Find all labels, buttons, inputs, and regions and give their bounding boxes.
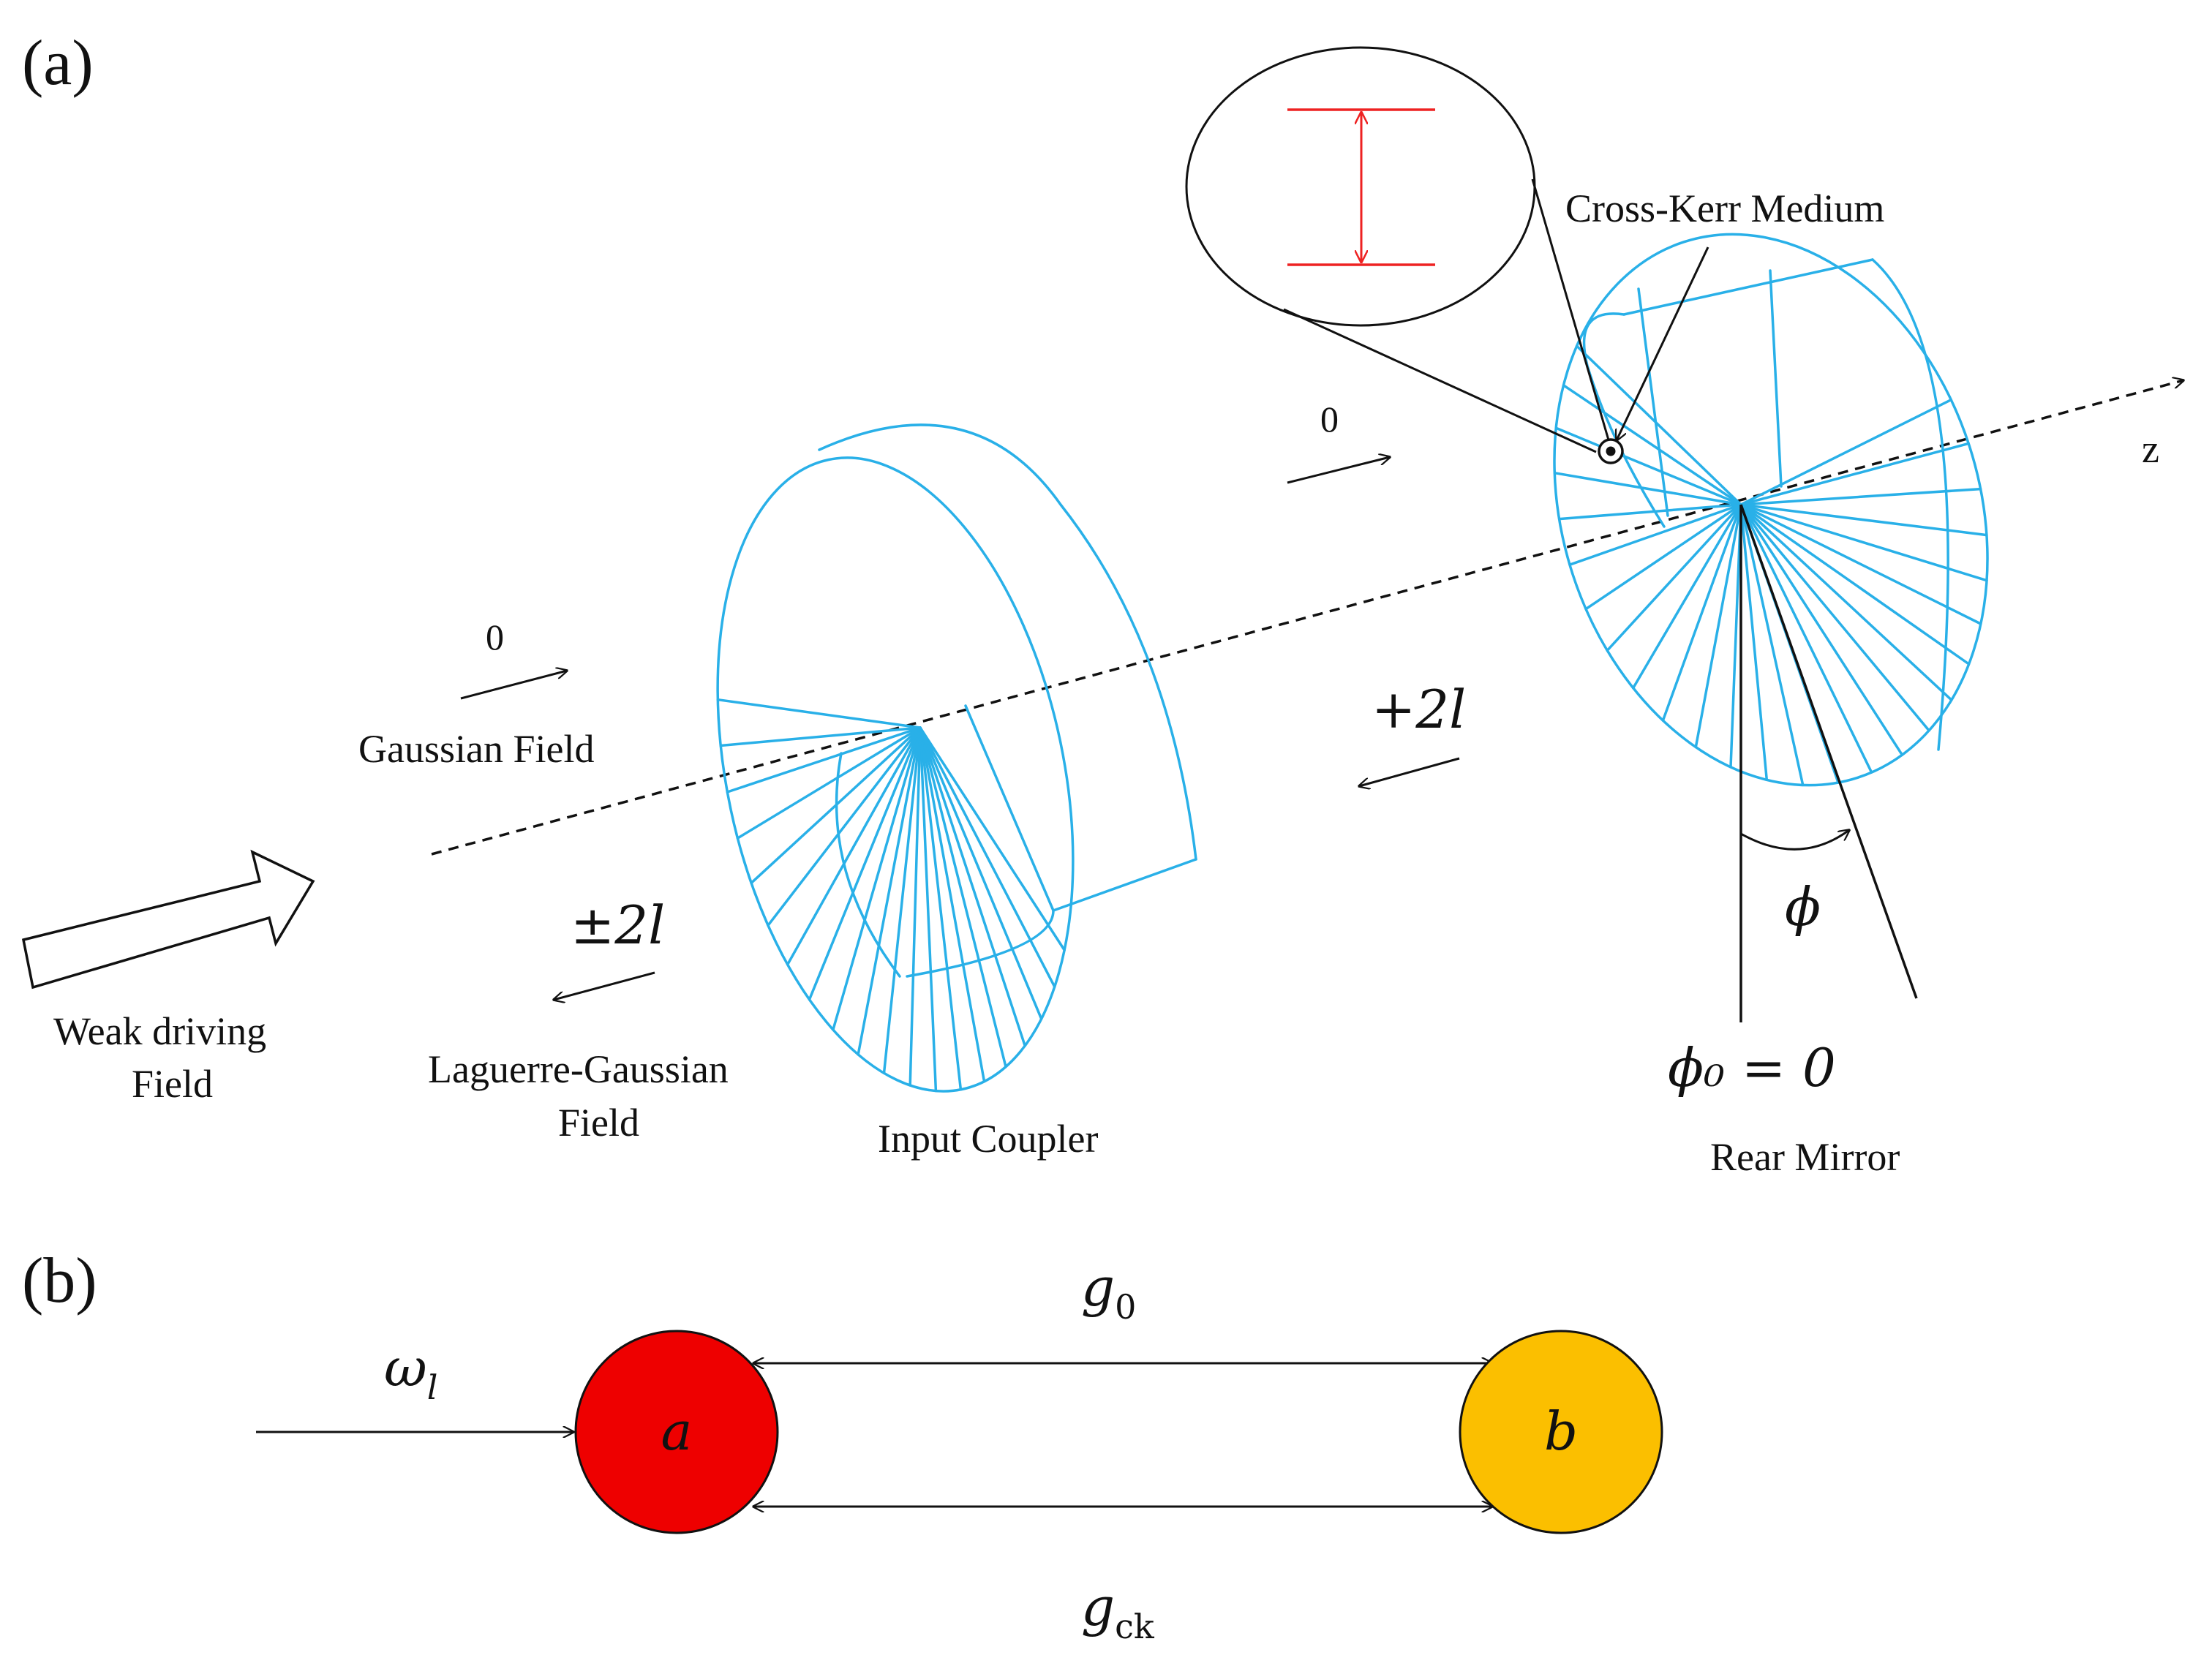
plate-spoke xyxy=(919,726,1043,1020)
cross-kerr-inset xyxy=(1185,46,1611,453)
rotation-angle xyxy=(1739,504,1918,1022)
plate-spoke xyxy=(1739,503,1982,625)
plate-spoke xyxy=(832,726,922,1031)
gaussian-field-arrow xyxy=(460,671,567,700)
rear-mirror-plate xyxy=(1553,233,1989,787)
plate-spoke xyxy=(1606,503,1742,652)
lg-field-label-line2: Field xyxy=(558,1101,639,1145)
plate-spoke xyxy=(1729,503,1742,769)
plate-spoke xyxy=(716,698,922,729)
lg-field-arrow xyxy=(554,971,655,1000)
plate-spoke xyxy=(1739,503,1988,537)
plate-spoke xyxy=(1557,503,1742,521)
weak-driving-arrow xyxy=(21,849,315,990)
phi-label: ϕ xyxy=(1785,876,1821,938)
plate-spoke xyxy=(1739,398,1953,506)
panel-b-label: (b) xyxy=(22,1245,97,1316)
lg-field-label-line1: Laguerre-Gaussian xyxy=(428,1047,729,1091)
mode-a-label: a xyxy=(661,1401,693,1462)
plate-spoke xyxy=(1575,344,1742,506)
reflected-mode-label: +2l xyxy=(1372,679,1466,740)
cross-kerr-label: Cross-Kerr Medium xyxy=(1565,186,1884,230)
omega-label: ωl xyxy=(384,1337,437,1407)
plate-spoke xyxy=(750,726,922,885)
plate-spoke xyxy=(1661,503,1742,722)
plate-spoke xyxy=(1739,503,1873,774)
plate-spoke xyxy=(1694,503,1742,749)
phi0-label: ϕ₀ = 0 xyxy=(1668,1037,1836,1098)
rear-mirror-label: Rear Mirror xyxy=(1710,1135,1900,1179)
mode-b-label: b xyxy=(1544,1401,1578,1462)
plate-spoke xyxy=(1739,503,1988,582)
plate-spoke xyxy=(736,726,922,840)
plate-spoke xyxy=(1631,503,1742,690)
plate-spoke xyxy=(919,726,938,1093)
mode-a-node xyxy=(574,1330,779,1534)
lg-mode-label: ±2l xyxy=(571,894,665,956)
plate-spoke xyxy=(1739,503,1769,782)
plate-spoke xyxy=(919,726,1007,1068)
plate-spoke xyxy=(908,726,922,1087)
plate-spoke xyxy=(919,726,1026,1047)
plate-spoke xyxy=(1553,471,1742,506)
plate-spoke xyxy=(1584,503,1742,611)
plate-spoke xyxy=(1739,503,1904,756)
input-coupler-plate xyxy=(716,423,1197,1093)
weak-driving-label-line1: Weak driving xyxy=(53,1009,266,1053)
inside-mode-label: 0 xyxy=(1320,399,1339,440)
input-coupler-spokes xyxy=(716,698,1066,1093)
plate-spoke xyxy=(1739,442,1970,506)
plate-spoke xyxy=(767,726,922,927)
weak-driving-label-line2: Field xyxy=(132,1062,213,1106)
plate-spoke xyxy=(882,726,922,1075)
panel-a-label: (a) xyxy=(22,28,94,99)
plate-spoke xyxy=(857,726,922,1056)
plate-spoke xyxy=(1739,503,1953,701)
g0-label: g0 xyxy=(1081,1256,1136,1327)
plate-spoke xyxy=(786,726,922,966)
plate-spoke xyxy=(1739,487,1982,506)
cross-kerr-pointer xyxy=(1617,246,1709,440)
cross-kerr-point xyxy=(1598,438,1624,464)
gck-label: gck xyxy=(1081,1576,1155,1646)
plate-spoke xyxy=(1562,384,1742,506)
plate-spoke xyxy=(719,726,922,747)
plate-spoke xyxy=(1739,503,1930,732)
plate-spoke xyxy=(919,726,986,1083)
gaussian-mode-label: 0 xyxy=(486,617,504,657)
plate-spoke xyxy=(1554,426,1742,506)
inside-forward-arrow xyxy=(1287,457,1390,484)
input-coupler-label: Input Coupler xyxy=(878,1117,1098,1161)
optical-axis xyxy=(431,380,2183,856)
plate-spoke xyxy=(919,726,1056,988)
plate-spoke xyxy=(1568,503,1742,566)
plate-spoke xyxy=(1739,503,1971,666)
z-axis-label: z xyxy=(2142,427,2159,471)
mode-b-node xyxy=(1459,1330,1663,1534)
plate-spoke xyxy=(808,726,922,1001)
gaussian-field-label: Gaussian Field xyxy=(358,727,594,771)
reflected-field-arrow xyxy=(1359,757,1460,786)
plate-spoke xyxy=(919,726,1066,951)
plate-spoke xyxy=(1739,503,1805,787)
plate-spoke xyxy=(726,726,922,794)
rear-mirror-spokes xyxy=(1553,344,1988,787)
plate-spoke xyxy=(919,726,963,1091)
